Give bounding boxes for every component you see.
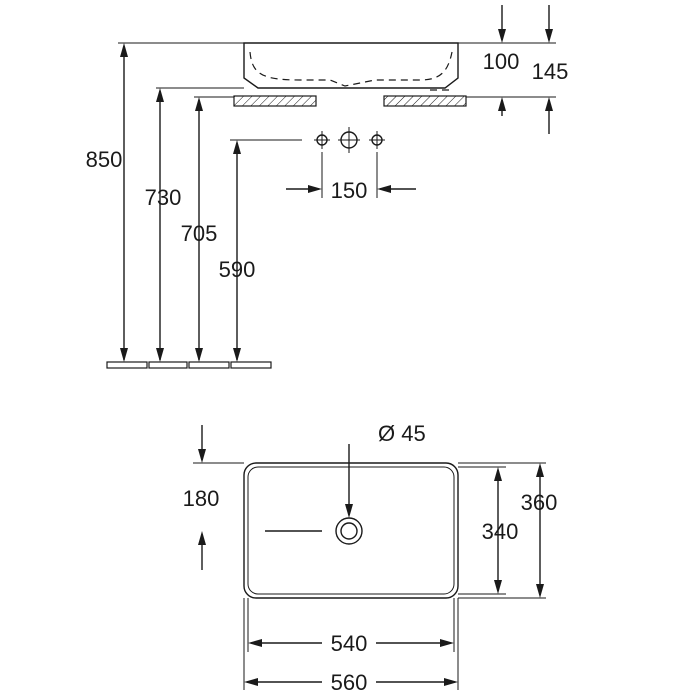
countertop-left	[233, 95, 317, 107]
dim-560: 560	[244, 670, 458, 695]
dim-label-540: 540	[331, 631, 368, 656]
tap-holes	[314, 127, 385, 153]
dim-100: 100	[483, 5, 520, 116]
floor-line	[106, 361, 272, 369]
top-view: Ø 45 180 340 3	[183, 421, 558, 695]
dim-label-100: 100	[483, 49, 520, 74]
dim-label-590: 590	[219, 257, 256, 282]
dim-730: 730	[145, 88, 182, 362]
dim-180: 180	[183, 425, 220, 570]
side-view: 850 730 705 590	[86, 5, 569, 369]
basin-top-outline	[243, 462, 459, 599]
dim-145: 145	[532, 5, 569, 134]
dim-150: 150	[286, 152, 416, 203]
dim-360: 360	[521, 463, 558, 598]
dim-590: 590	[219, 140, 256, 362]
dim-705: 705	[181, 97, 218, 362]
dim-label-145: 145	[532, 59, 569, 84]
dim-label-340: 340	[482, 519, 519, 544]
dim-540: 540	[248, 631, 454, 656]
drain-hole: Ø 45	[265, 421, 426, 545]
dim-label-730: 730	[145, 185, 182, 210]
dim-label-180: 180	[183, 486, 220, 511]
basin-side-profile	[243, 42, 459, 91]
dim-340: 340	[482, 467, 519, 594]
dim-label-150: 150	[331, 178, 368, 203]
dim-850: 850	[86, 43, 128, 362]
countertop-right	[383, 95, 467, 107]
dim-label-850: 850	[86, 147, 123, 172]
dim-label-360: 360	[521, 490, 558, 515]
dim-label-560: 560	[331, 670, 368, 695]
dim-label-705: 705	[181, 221, 218, 246]
dim-label-drain-diameter: Ø 45	[378, 421, 426, 446]
